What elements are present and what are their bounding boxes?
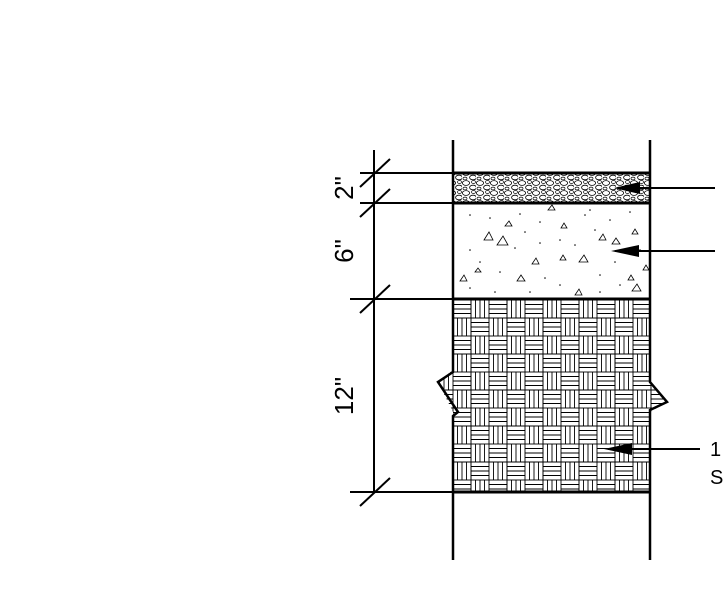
left-boundary-line	[436, 140, 460, 560]
dimension-line	[350, 150, 453, 507]
callout-text-line1: 1	[710, 439, 721, 461]
dim-label-aggregate: 6"	[329, 239, 359, 263]
dim-label-gravel: 2"	[329, 176, 359, 200]
callout-text-line2: S	[710, 467, 723, 489]
aggregate-stipple	[469, 209, 641, 293]
leader-arrows	[604, 182, 715, 455]
right-boundary-line	[648, 140, 670, 560]
aggregate-base-layer	[459, 204, 650, 296]
dim-label-subgrade: 12"	[329, 377, 359, 415]
subgrade-layer	[438, 300, 667, 492]
